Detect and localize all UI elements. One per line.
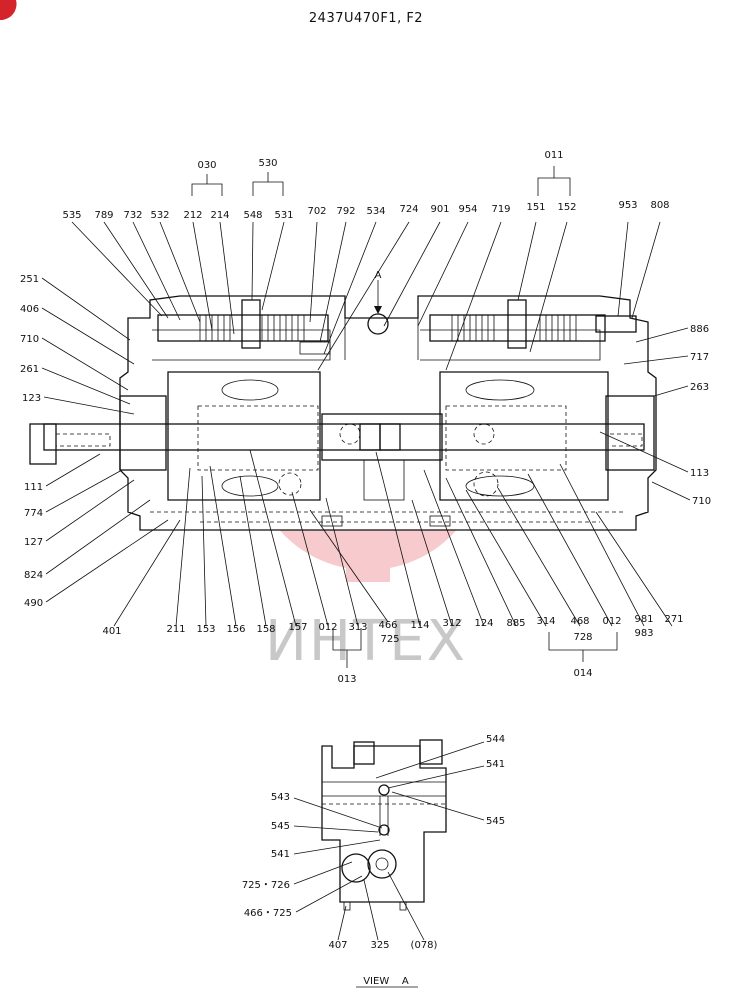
label-406: 406 — [20, 304, 39, 315]
label-114: 114 — [410, 620, 429, 631]
label-717: 717 — [690, 352, 709, 363]
label-535: 535 — [62, 210, 81, 221]
label-534: 534 — [366, 206, 385, 217]
label-548: 548 — [243, 210, 262, 221]
label-724: 724 — [399, 204, 418, 215]
label-531: 531 — [274, 210, 293, 221]
label-543: 543 — [271, 792, 290, 803]
label-466: 466 — [378, 620, 397, 631]
view-a-caption: VIEW A — [363, 976, 409, 987]
label-263: 263 — [690, 382, 709, 393]
label-808: 808 — [650, 200, 669, 211]
right-labels: 886 717 263 113 710 — [690, 324, 711, 507]
label-725-726: 725・726 — [242, 880, 290, 891]
label-792: 792 — [336, 206, 355, 217]
label-530: 530 — [258, 158, 277, 169]
label-824: 824 — [24, 570, 43, 581]
label-545-left: 545 — [271, 821, 290, 832]
label-325: 325 — [370, 940, 389, 951]
label-271: 271 — [664, 614, 683, 625]
label-123: 123 — [22, 393, 41, 404]
label-732: 732 — [123, 210, 142, 221]
label-011: 011 — [544, 150, 563, 161]
top-labels: 030 530 011 535 789 732 532 212 214 548 … — [62, 150, 669, 221]
label-468: 468 — [570, 616, 589, 627]
label-111: 111 — [24, 482, 43, 493]
label-312: 312 — [442, 618, 461, 629]
label-030: 030 — [197, 160, 216, 171]
view-a-drawing — [321, 739, 447, 911]
label-774: 774 — [24, 508, 43, 519]
label-156: 156 — [226, 624, 245, 635]
label-314: 314 — [536, 616, 555, 627]
label-158: 158 — [256, 624, 275, 635]
label-725: 725 — [380, 634, 399, 645]
label-466-725: 466・725 — [244, 908, 292, 919]
label-313: 313 — [348, 622, 367, 633]
label-532: 532 — [150, 210, 169, 221]
label-211: 211 — [166, 624, 185, 635]
label-953: 953 — [618, 200, 637, 211]
brand-corner-mark — [0, 0, 17, 21]
view-a-leaders — [293, 741, 485, 941]
label-012-left: 012 — [318, 622, 337, 633]
view-a-arrow-label: A — [375, 270, 382, 281]
label-886: 886 — [690, 324, 709, 335]
label-401: 401 — [102, 626, 121, 637]
label-078: (078) — [411, 940, 438, 951]
watermark-text: ИНТЕХ — [265, 609, 467, 674]
label-214: 214 — [210, 210, 229, 221]
label-013: 013 — [337, 674, 356, 685]
bottom-labels: 401 211 153 156 158 157 012 313 466 725 … — [102, 614, 683, 685]
label-545-right: 545 — [486, 816, 505, 827]
label-702: 702 — [307, 206, 326, 217]
group-brackets — [191, 166, 618, 668]
label-728: 728 — [573, 632, 592, 643]
label-152: 152 — [557, 202, 576, 213]
label-719: 719 — [491, 204, 510, 215]
label-251: 251 — [20, 274, 39, 285]
label-541-top: 541 — [486, 759, 505, 770]
label-789: 789 — [94, 210, 113, 221]
label-012-right: 012 — [602, 616, 621, 627]
label-261: 261 — [20, 364, 39, 375]
label-885: 885 — [506, 618, 525, 629]
label-151: 151 — [526, 202, 545, 213]
label-113: 113 — [690, 468, 709, 479]
label-212: 212 — [183, 210, 202, 221]
diagram-title: 2437U470F1, F2 — [309, 11, 423, 26]
label-490: 490 — [24, 598, 43, 609]
label-157: 157 — [288, 622, 307, 633]
label-710: 710 — [20, 334, 39, 345]
label-124: 124 — [474, 618, 493, 629]
pump-assembly-drawing: A — [29, 270, 657, 531]
label-981: 981 — [634, 614, 653, 625]
label-983: 983 — [634, 628, 653, 639]
label-544: 544 — [486, 734, 505, 745]
label-127: 127 — [24, 537, 43, 548]
label-710-right: 710 — [692, 496, 711, 507]
leader-lines — [41, 221, 691, 627]
left-labels: 251 406 710 261 123 111 774 127 824 490 — [20, 274, 43, 609]
view-a-labels: 544 541 545 543 545 541 725・726 466・725 … — [242, 734, 505, 951]
label-954: 954 — [458, 204, 477, 215]
label-407: 407 — [328, 940, 347, 951]
label-014: 014 — [573, 668, 592, 679]
label-541-left: 541 — [271, 849, 290, 860]
label-153: 153 — [196, 624, 215, 635]
label-901: 901 — [430, 204, 449, 215]
